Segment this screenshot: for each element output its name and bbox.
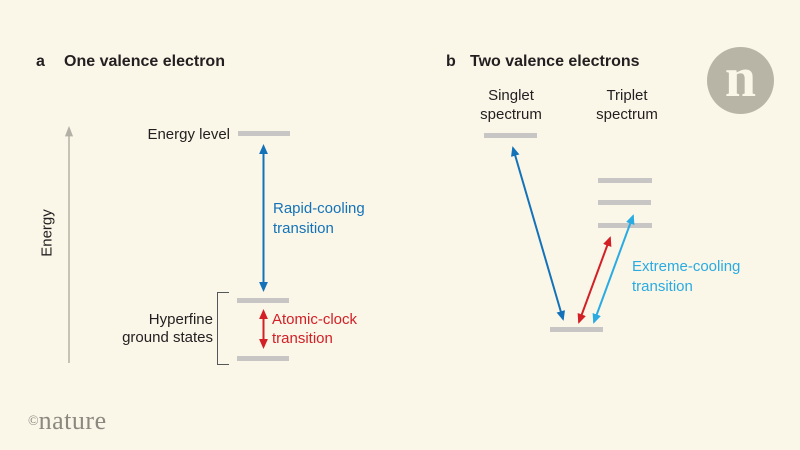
triplet-label-line2: spectrum	[596, 105, 658, 123]
hyperfine-label-line2: ground states	[122, 328, 213, 346]
triplet-level-bar-1	[598, 178, 652, 183]
rapid-cooling-transition-label: Rapid-cooling transition	[273, 199, 365, 239]
rapid-label-line1: Rapid-cooling	[273, 200, 365, 217]
hyperfine-ground-states-label: Hyperfine ground states	[83, 311, 213, 346]
singlet-level-bar	[484, 133, 537, 138]
hyperfine-upper-bar	[237, 298, 289, 303]
energy-level-label: Energy level	[147, 126, 230, 143]
singlet-label-line2: spectrum	[480, 105, 542, 123]
triplet-label-line1: Triplet	[606, 87, 648, 104]
nature-brand-text: nature	[38, 406, 107, 435]
nature-logo-n-letter: n	[724, 47, 757, 109]
triplet-spectrum-label: Triplet spectrum	[577, 87, 677, 124]
hyperfine-label-line1: Hyperfine	[148, 311, 213, 328]
nature-logo-circle: n	[707, 47, 774, 114]
atomic-clock-transition-label: Atomic-clock transition	[272, 310, 357, 348]
panel-a-label: a	[36, 53, 45, 70]
triplet-level-bar-3	[598, 223, 652, 228]
extreme-cooling-transition-label: Extreme-cooling transition	[632, 257, 740, 297]
triplet-red-arrow	[577, 236, 612, 324]
clock-label-line1: Atomic-clock	[272, 311, 358, 328]
clock-label-line2: transition	[272, 330, 333, 347]
singlet-ground-arrow	[511, 146, 565, 321]
rapid-label-line2: transition	[273, 220, 334, 237]
energy-axis-label: Energy	[38, 209, 56, 257]
triplet-level-bar-2	[598, 200, 651, 205]
extreme-label-line1: Extreme-cooling	[632, 258, 741, 275]
singlet-spectrum-label: Singlet spectrum	[461, 87, 561, 124]
copyright-icon: ©	[28, 414, 39, 429]
excited-level-bar	[238, 131, 290, 136]
hyperfine-lower-bar	[237, 356, 289, 361]
panel-b-title: Two valence electrons	[470, 53, 640, 70]
nature-wordmark: ©nature	[28, 406, 107, 436]
singlet-label-line1: Singlet	[488, 87, 534, 104]
hyperfine-bracket	[217, 292, 229, 365]
panel-b-label: b	[446, 53, 456, 70]
ground-level-bar	[550, 327, 603, 332]
panel-a-title: One valence electron	[64, 53, 225, 70]
extreme-label-line2: transition	[632, 278, 693, 295]
extreme-cooling-arrow	[592, 214, 635, 324]
